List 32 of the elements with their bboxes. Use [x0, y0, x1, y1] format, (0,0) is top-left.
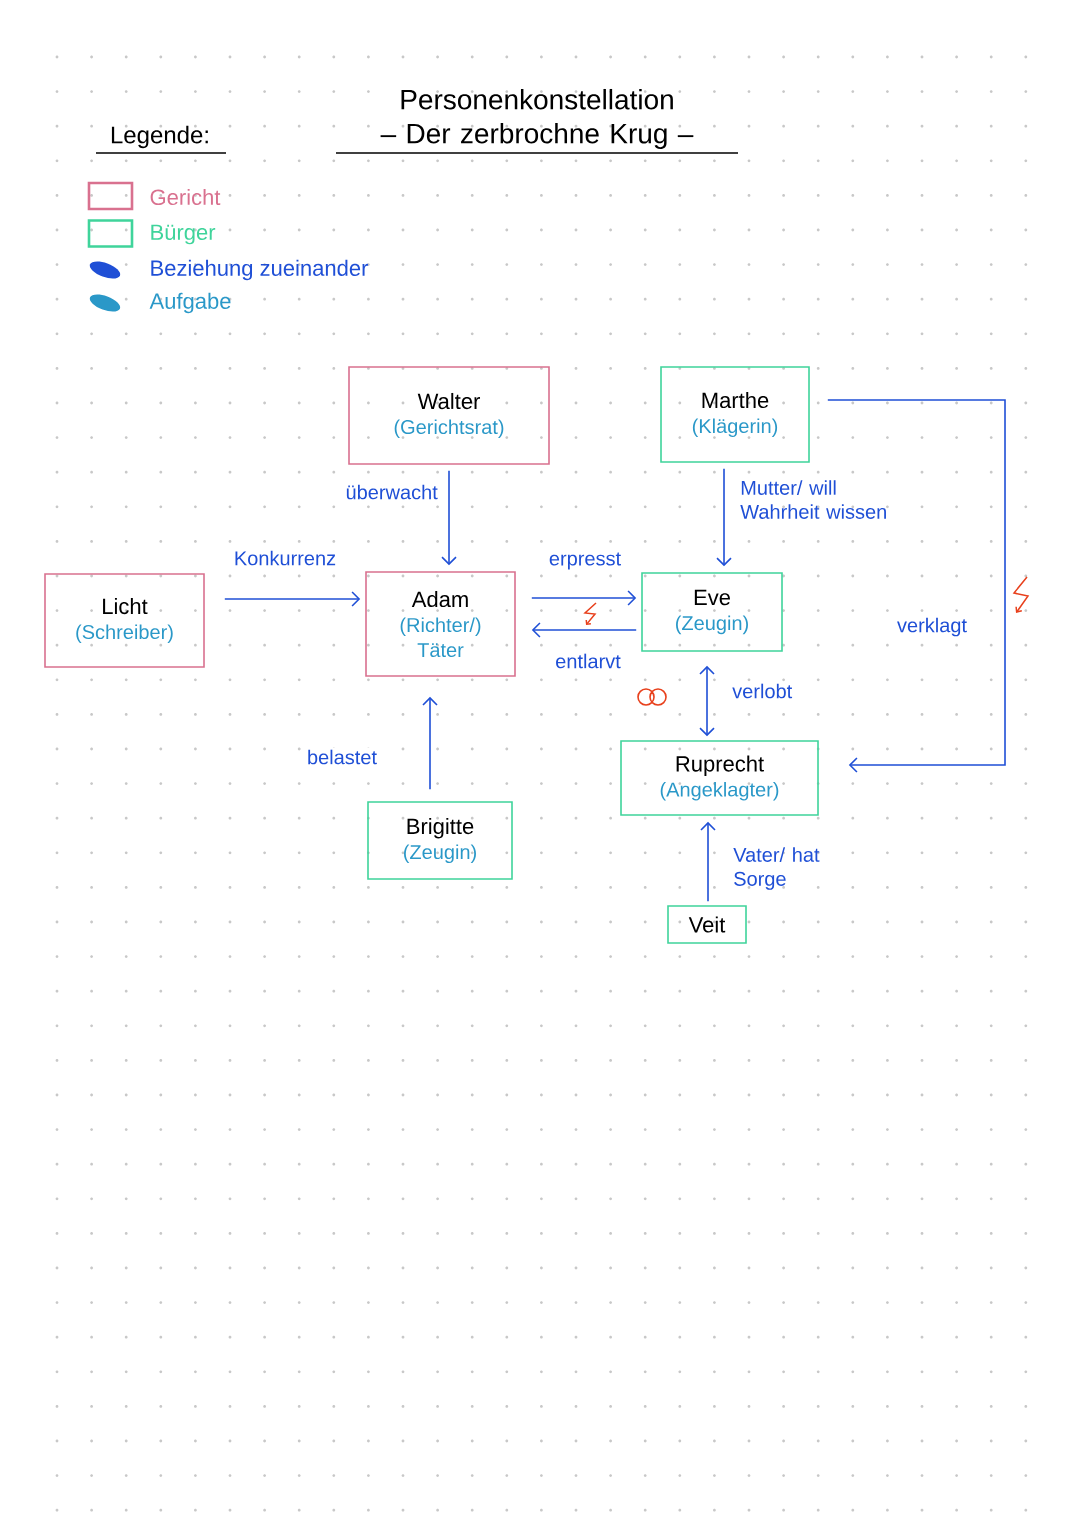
arrow: [441, 470, 457, 566]
person-box: Marthe (Klägerin): [660, 366, 810, 463]
edge-label: belastet: [305, 747, 380, 767]
arrow: [700, 821, 716, 902]
double-arrow: [699, 665, 715, 737]
legend-text: Beziehung zueinander: [151, 259, 369, 281]
arrow: [531, 622, 637, 638]
legend-text: Gericht: [150, 188, 221, 206]
edge-label: Mutter/ will Wahrheit wissen: [740, 480, 886, 519]
person-box: Brigitte (Zeugin): [367, 801, 513, 880]
arrow: [716, 468, 732, 567]
person-box: Veit: [667, 905, 747, 944]
edge-label: entlarvt: [553, 651, 623, 671]
edge-label: verklagt: [895, 615, 969, 639]
legend-heading: Legende:: [95, 125, 227, 154]
legend-text: Bürger: [151, 224, 216, 245]
arrow: [531, 590, 637, 606]
edge-label: Konkurrenz: [231, 548, 339, 568]
edge-label: Vater/ hat Sorge: [733, 847, 820, 890]
person-box: Walter (Gerichtsrat): [348, 366, 550, 465]
legend-text: Aufgabe: [149, 292, 231, 314]
person-box: Adam (Richter/) Täter: [365, 571, 516, 677]
arrow: [422, 696, 438, 790]
person-box: Licht (Schreiber): [44, 573, 205, 668]
person-box: Eve (Zeugin): [641, 572, 783, 652]
arrow: [224, 591, 361, 607]
arrow: [827, 399, 1006, 773]
edge-label: erpresst: [546, 550, 624, 572]
title: Personenkonstellation – Der zerbrochne Krug –: [335, 88, 739, 154]
edge-label: verlobt: [730, 681, 795, 701]
edge-label: überwacht: [343, 482, 440, 502]
person-box: Ruprecht (Angeklagter): [620, 740, 819, 816]
